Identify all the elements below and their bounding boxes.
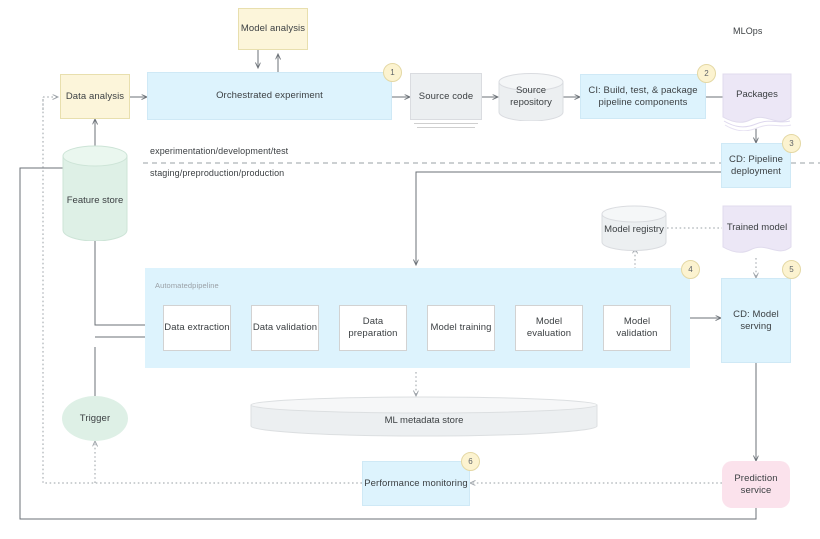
node-model-evaluation[interactable]: Model evaluation <box>515 305 583 351</box>
badge-2: 2 <box>697 64 716 83</box>
badge-4: 4 <box>681 260 700 279</box>
node-cd-model-serving[interactable]: CD: Model serving <box>721 278 791 363</box>
node-model-registry[interactable]: Model registry <box>601 205 667 251</box>
node-model-analysis[interactable]: Model analysis <box>238 8 308 50</box>
node-prediction-service[interactable]: Prediction service <box>722 461 790 508</box>
source-code-stack-line-1 <box>414 123 478 124</box>
node-model-training[interactable]: Model training <box>427 305 495 351</box>
node-orchestrated-experiment[interactable]: Orchestrated experiment <box>147 72 392 120</box>
badge-1: 1 <box>383 63 402 82</box>
automated-pipeline-band <box>145 268 690 368</box>
node-source-repository[interactable]: Source repository <box>498 73 564 122</box>
node-data-extraction[interactable]: Data extraction <box>163 305 231 351</box>
node-ml-metadata-store[interactable]: ML metadata store <box>250 396 598 438</box>
node-source-code[interactable]: Source code <box>410 73 482 120</box>
node-feature-store[interactable]: Feature store <box>62 145 128 242</box>
node-ci-build[interactable]: CI: Build, test, & package pipeline comp… <box>580 74 706 119</box>
node-performance-monitoring[interactable]: Performance monitoring <box>362 461 470 506</box>
zone-label-upper: experimentation/development/test <box>150 146 289 156</box>
badge-6: 6 <box>461 452 480 471</box>
node-packages[interactable]: Packages <box>722 73 792 132</box>
badge-5: 5 <box>782 260 801 279</box>
mlops-title: MLOps <box>733 26 763 36</box>
node-data-validation[interactable]: Data validation <box>251 305 319 351</box>
node-cd-pipeline-deployment[interactable]: CD: Pipeline deployment <box>721 143 791 188</box>
source-code-stack-line-2 <box>417 127 475 128</box>
badge-3: 3 <box>782 134 801 153</box>
node-data-analysis[interactable]: Data analysis <box>60 74 130 119</box>
node-trigger[interactable]: Trigger <box>62 396 128 441</box>
automated-pipeline-label: Automatedpipeline <box>155 281 219 290</box>
zone-label-lower: staging/preproduction/production <box>150 168 285 178</box>
node-model-validation[interactable]: Model validation <box>603 305 671 351</box>
node-data-preparation[interactable]: Data preparation <box>339 305 407 351</box>
node-trained-model[interactable]: Trained model <box>722 205 792 258</box>
